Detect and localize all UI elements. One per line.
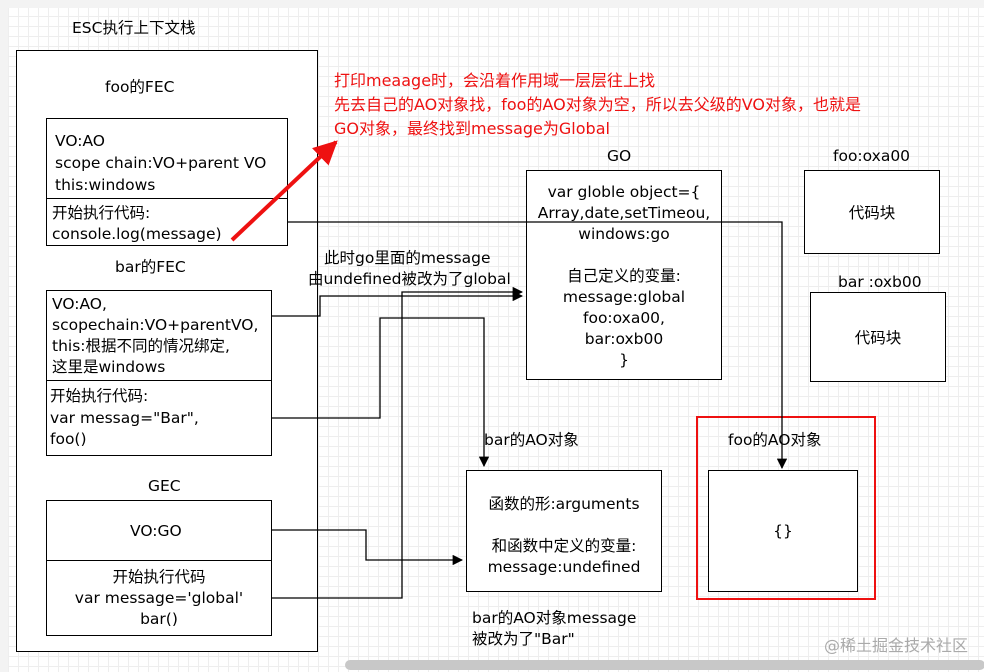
watermark: @稀土掘金技术社区 bbox=[823, 636, 968, 655]
foo-fec-vo-box[interactable] bbox=[46, 118, 288, 200]
go-title: GO bbox=[607, 147, 632, 165]
go-line: foo:oxa00, bbox=[583, 309, 665, 327]
gec-exec-box[interactable] bbox=[46, 560, 272, 636]
go-line: Array,date,setTimeou, bbox=[537, 204, 711, 222]
bar-ao-box[interactable] bbox=[466, 470, 662, 592]
foo-fec-vo-line: this:windows bbox=[55, 176, 156, 194]
red-pointer-arrow bbox=[230, 140, 338, 242]
bar-fec-exec-line: var messag="Bar", bbox=[50, 409, 199, 427]
ruler-top bbox=[0, 0, 984, 8]
foo-code-block-box[interactable] bbox=[804, 170, 940, 254]
bar-fec-title: bar的FEC bbox=[115, 258, 186, 276]
go-line: } bbox=[619, 351, 629, 369]
horizontal-scrollbar[interactable] bbox=[345, 660, 984, 670]
bar-fec-vo-line: 这里是windows bbox=[52, 358, 166, 376]
go-line: var globle object={ bbox=[547, 183, 701, 201]
bar-fec-vo-box[interactable] bbox=[46, 290, 272, 382]
bar-fec-exec-box[interactable] bbox=[46, 380, 272, 456]
scope-annotation-line: 先去自己的AO对象找，foo的AO对象为空，所以去父级的VO对象，也就是 bbox=[334, 95, 861, 114]
bar-ao-note: 被改为了"Bar" bbox=[472, 630, 575, 648]
arrow-foo-exec-to-foo-ao bbox=[288, 221, 788, 470]
arrow-gec-exec-to-go bbox=[272, 286, 524, 599]
go-change-note: 由undefined被改为了global bbox=[308, 270, 511, 288]
bar-ao-note: bar的AO对象message bbox=[472, 609, 637, 627]
foo-fec-vo-line: scope chain:VO+parent VO bbox=[55, 154, 267, 172]
foo-fec-vo-line: VO:AO bbox=[55, 132, 106, 150]
ruler-left bbox=[0, 0, 8, 672]
foo-fec-exec-line: 开始执行代码: bbox=[52, 204, 151, 222]
gec-title: GEC bbox=[148, 477, 181, 495]
scope-annotation-line: 打印meaage时，会沿着作用域一层层往上找 bbox=[334, 71, 656, 90]
scope-annotation-line: GO对象，最终找到message为Global bbox=[334, 119, 610, 138]
bar-ao-line: 和函数中定义的变量: bbox=[491, 537, 637, 555]
go-line: message:global bbox=[562, 288, 686, 306]
gec-exec-line: bar() bbox=[140, 610, 178, 628]
bar-address-label: bar :oxb00 bbox=[838, 273, 922, 291]
bar-fec-exec-line: 开始执行代码: bbox=[50, 387, 149, 405]
ecs-stack-title: ESC执行上下文栈 bbox=[72, 19, 196, 37]
arrow-bar-exec-to-bar-ao bbox=[272, 317, 490, 468]
foo-ao-title: foo的AO对象 bbox=[728, 431, 822, 449]
gec-exec-line: var message='global' bbox=[74, 589, 244, 607]
go-change-note: 此时go里面的message bbox=[324, 249, 491, 267]
bar-ao-line: message:undefined bbox=[487, 558, 641, 576]
bar-fec-vo-line: VO:AO, bbox=[52, 295, 107, 313]
foo-fec-exec-box[interactable] bbox=[46, 198, 288, 246]
go-line: windows:go bbox=[578, 225, 670, 243]
bar-code-block-text: 代码块 bbox=[854, 329, 902, 347]
bar-ao-title: bar的AO对象 bbox=[484, 431, 579, 449]
foo-ao-body: {} bbox=[773, 522, 793, 540]
arrow-gec-to-bar-ao bbox=[272, 529, 464, 566]
bar-ao-line: 函数的形:arguments bbox=[488, 495, 640, 513]
bar-code-block-box[interactable] bbox=[810, 292, 946, 382]
foo-ao-box[interactable] bbox=[708, 470, 858, 592]
foo-fec-exec-line: console.log(message) bbox=[52, 225, 222, 243]
go-box[interactable] bbox=[526, 170, 722, 380]
gec-vo-line: VO:GO bbox=[130, 522, 182, 540]
bar-fec-exec-line: foo() bbox=[50, 430, 87, 448]
foo-code-block-text: 代码块 bbox=[848, 204, 896, 222]
gec-exec-line: 开始执行代码 bbox=[112, 568, 206, 586]
bar-fec-vo-line: this:根据不同的情况绑定, bbox=[52, 337, 230, 355]
gec-vo-box[interactable] bbox=[46, 500, 272, 562]
foo-address-label: foo:oxa00 bbox=[833, 147, 911, 165]
go-line: bar:oxb00 bbox=[584, 330, 664, 348]
foo-fec-title: foo的FEC bbox=[105, 78, 175, 96]
go-line: 自己定义的变量: bbox=[567, 267, 681, 285]
foo-ao-highlight-frame bbox=[696, 416, 876, 600]
arrow-bar-vo-to-go bbox=[272, 290, 524, 317]
bar-fec-vo-line: scopechain:VO+parentVO, bbox=[52, 316, 259, 334]
